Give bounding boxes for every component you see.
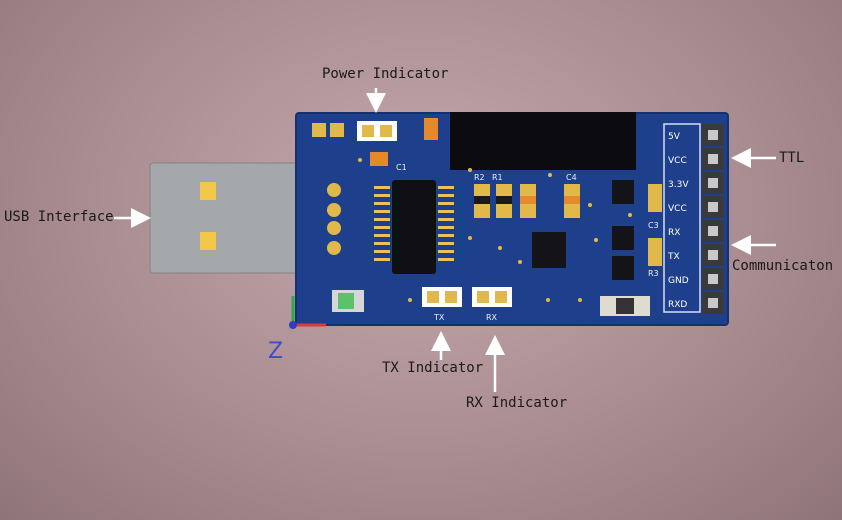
- header-pin-label: RXD: [668, 300, 687, 310]
- silk-c3: C3: [648, 221, 659, 230]
- communication-label: Communicaton: [732, 258, 834, 274]
- silk-rx: RX: [486, 313, 498, 322]
- silk-r2: R2: [474, 173, 485, 182]
- pcb-board: 5V VCC 3.3V VCC RX TX GND RXD TX RX C1 R…: [295, 112, 729, 326]
- header-pin-label: GND: [668, 276, 689, 286]
- header-pin-label: 5V: [668, 132, 681, 142]
- silk-c1: C1: [396, 163, 407, 172]
- axis-z-label: Z: [268, 339, 283, 364]
- rx-indicator-label: RX Indicator: [466, 395, 568, 411]
- axis-indicator: Z: [268, 296, 326, 364]
- silk-tx: TX: [433, 313, 445, 322]
- header-pin-label: VCC: [668, 156, 687, 166]
- ttl-label: TTL: [779, 150, 805, 166]
- silk-r1: R1: [492, 173, 503, 182]
- silk-c4: C4: [566, 173, 577, 182]
- silk-r3: R3: [648, 269, 659, 278]
- power-indicator-label: Power Indicator: [322, 66, 449, 82]
- header-pin-label: RX: [668, 228, 680, 238]
- header-pin-label: TX: [667, 252, 680, 262]
- tx-indicator-label: TX Indicator: [382, 360, 484, 376]
- header-pin-label: VCC: [668, 204, 687, 214]
- usb-interface-label: USB Interface: [4, 209, 114, 225]
- callout-arrows: [114, 88, 776, 392]
- header-pin-label: 3.3V: [668, 180, 689, 190]
